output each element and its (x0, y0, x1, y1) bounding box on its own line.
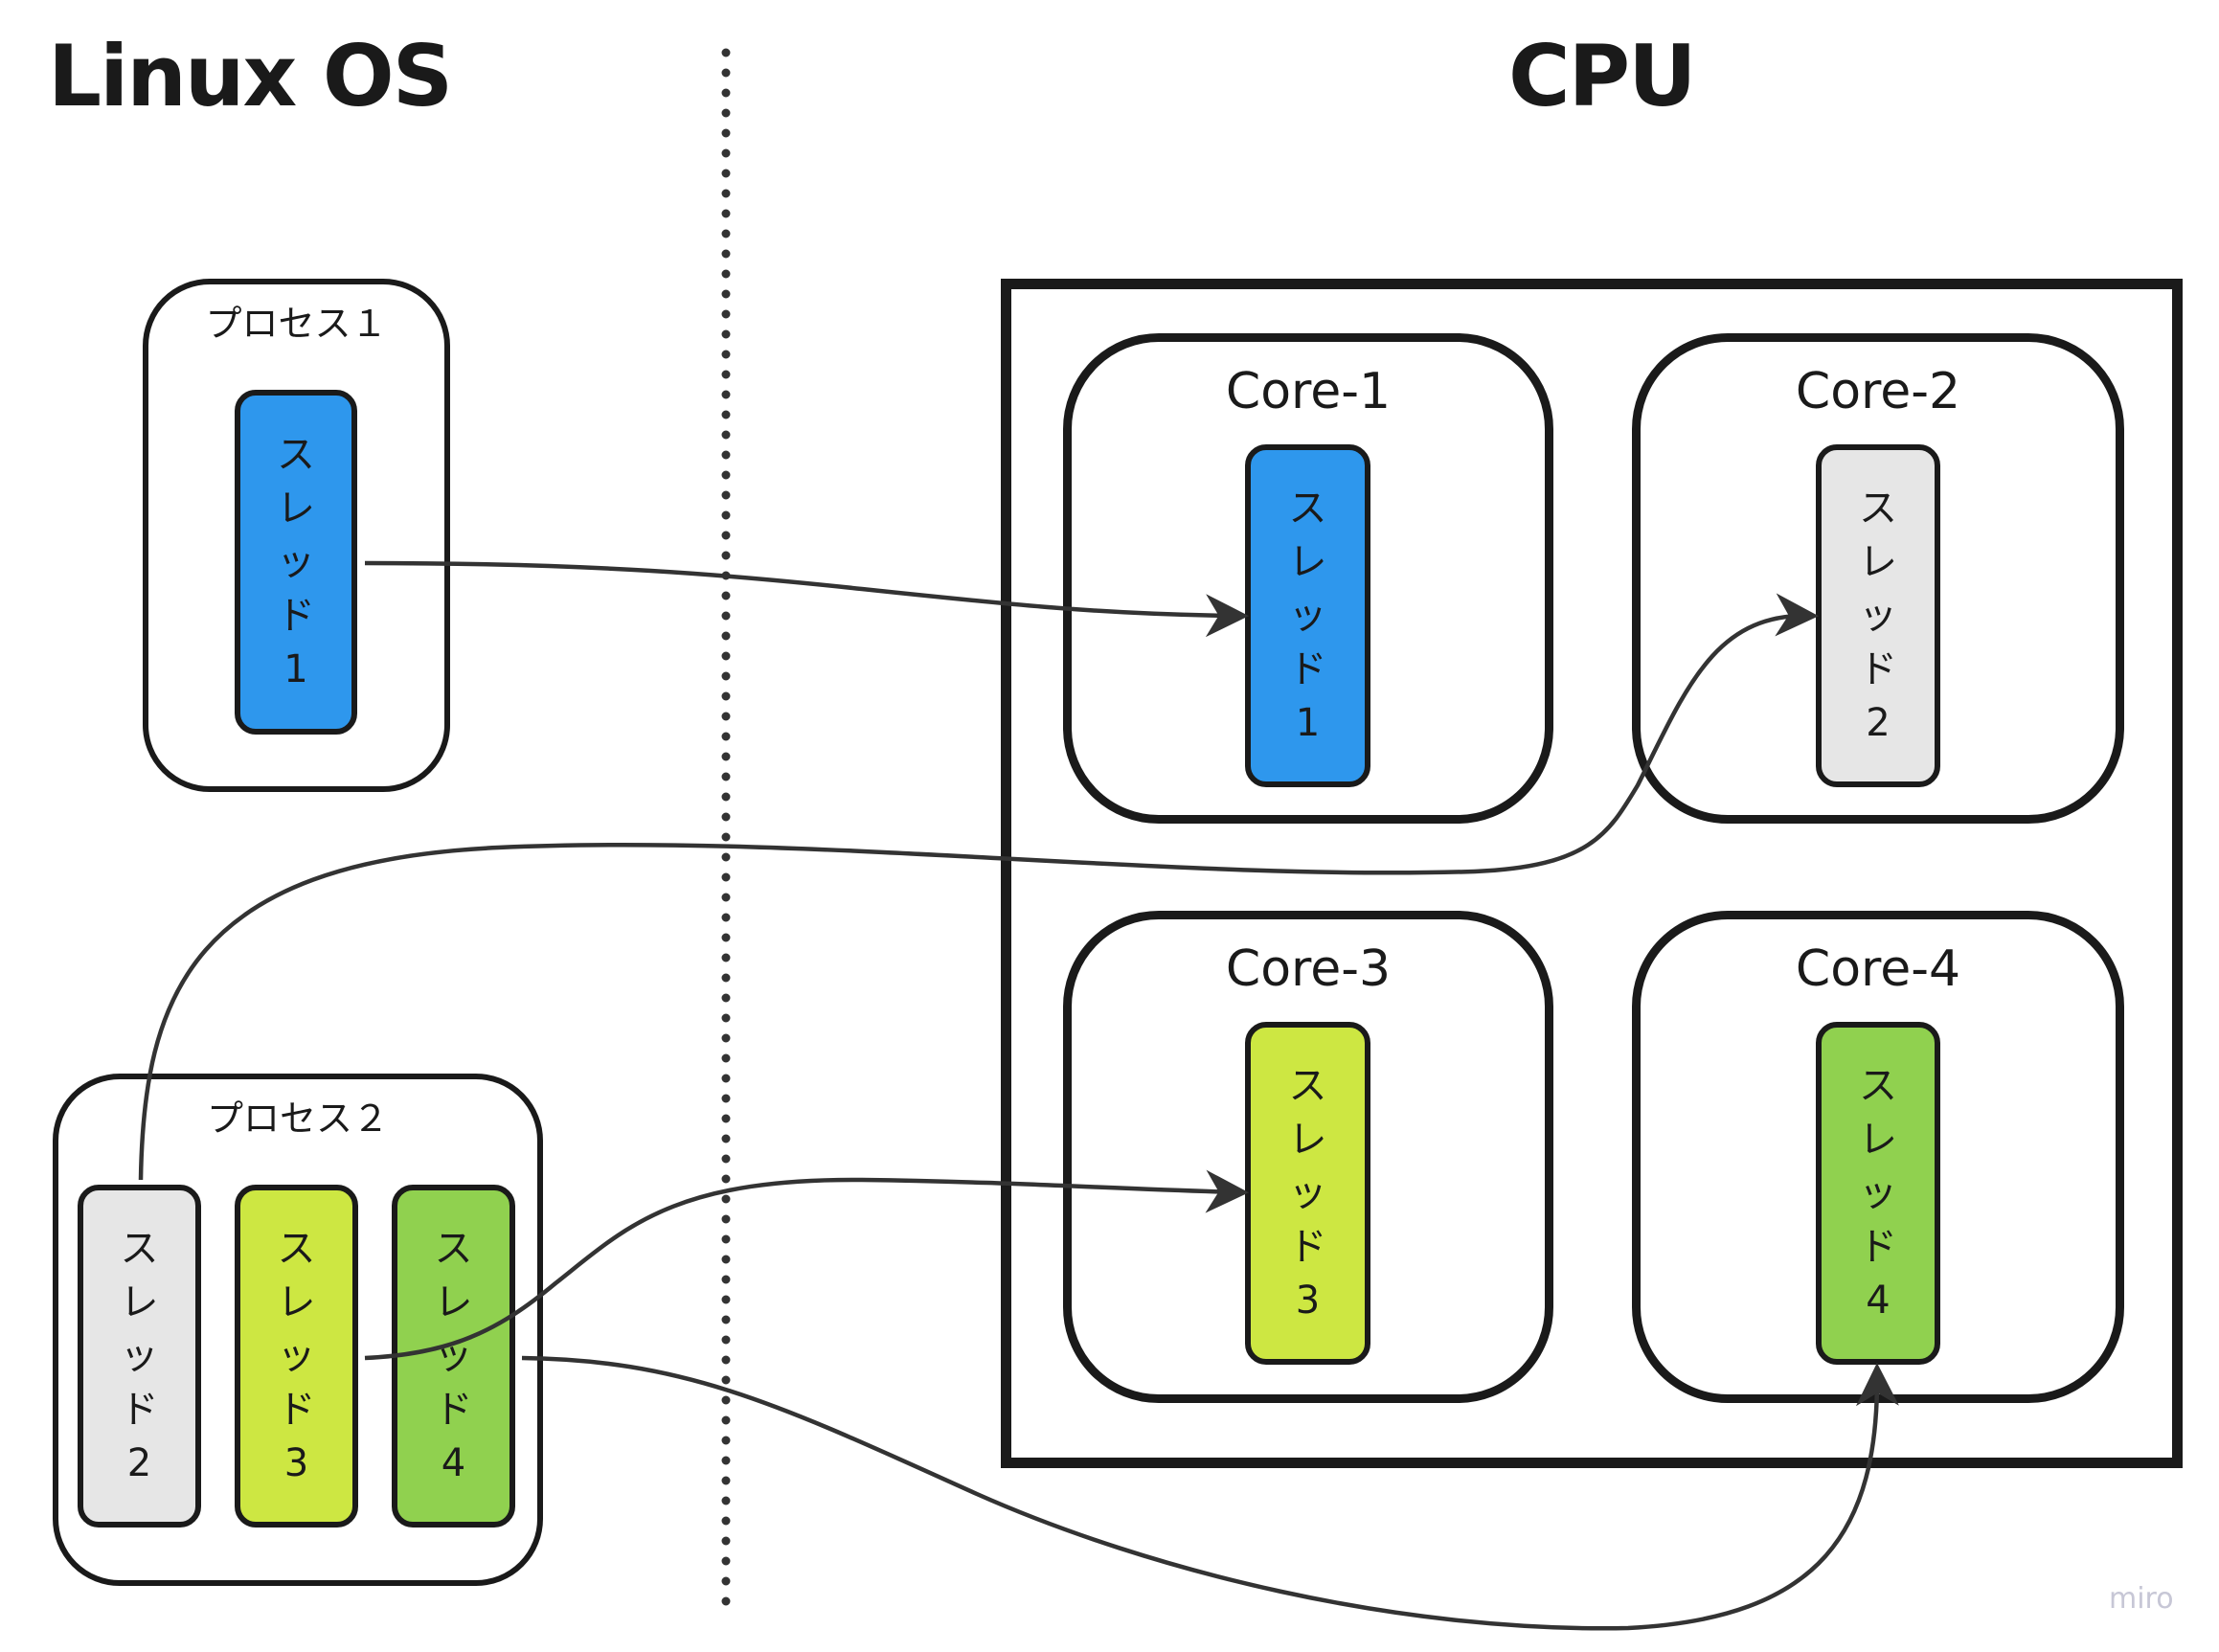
cpu-title: CPU (1508, 27, 1697, 125)
thread-char: レ (1859, 1118, 1897, 1162)
thread-char: ス (277, 433, 315, 477)
thread-char: ス (434, 1227, 473, 1271)
thread-char: ド (1859, 647, 1897, 691)
thread-char: ス (1859, 1064, 1897, 1108)
thread-char: ッ (277, 1334, 316, 1378)
core-1-label: Core-1 (1225, 363, 1392, 420)
thread-char: レ (277, 487, 315, 531)
core-2-label: Core-2 (1795, 363, 1961, 420)
thread-char: ッ (1859, 1171, 1897, 1215)
thread-char: 3 (1295, 1279, 1321, 1323)
core-1-thread: ス レ ッ ド 1 (1245, 444, 1370, 787)
thread-char: ッ (277, 540, 315, 584)
process-2-thread-3: ス レ ッ ド 3 (235, 1185, 358, 1528)
thread-char: ス (1288, 487, 1327, 531)
thread-char: 3 (283, 1441, 309, 1485)
thread-char: ス (120, 1227, 159, 1271)
thread-char: ド (277, 1388, 316, 1432)
process-1-thread-1: ス レ ッ ド 1 (235, 390, 357, 735)
core-3-thread: ス レ ッ ド 3 (1245, 1022, 1370, 1365)
thread-char: レ (277, 1280, 316, 1324)
thread-char: レ (120, 1280, 159, 1324)
thread-char: レ (1859, 540, 1897, 584)
thread-char: 1 (283, 647, 308, 691)
thread-char: ド (1288, 1225, 1327, 1269)
thread-char: ド (277, 594, 315, 638)
thread-char: レ (1288, 540, 1327, 584)
thread-char: ッ (434, 1334, 473, 1378)
thread-char: 4 (441, 1441, 466, 1485)
core-2-thread: ス レ ッ ド 2 (1816, 444, 1940, 787)
thread-char: ッ (120, 1334, 159, 1378)
thread-char: レ (1288, 1118, 1327, 1162)
thread-char: ス (1859, 487, 1897, 531)
thread-char: 2 (1866, 701, 1891, 745)
core-4-thread: ス レ ッ ド 4 (1816, 1022, 1940, 1365)
miro-watermark: miro (2109, 1582, 2174, 1616)
linux-os-title: Linux OS (48, 27, 453, 125)
thread-char: ド (120, 1388, 159, 1432)
thread-char: ド (1288, 647, 1327, 691)
process-2-thread-4: ス レ ッ ド 4 (392, 1185, 515, 1528)
process-1-label: プロセス１ (205, 303, 388, 345)
thread-char: ッ (1859, 594, 1897, 638)
thread-char: 1 (1295, 701, 1321, 745)
process-2-label: プロセス２ (206, 1098, 389, 1140)
core-3-label: Core-3 (1225, 940, 1392, 998)
thread-char: ッ (1288, 594, 1327, 638)
thread-char: 2 (126, 1441, 152, 1485)
core-4-label: Core-4 (1795, 940, 1961, 998)
thread-char: レ (434, 1280, 473, 1324)
thread-char: ッ (1288, 1171, 1327, 1215)
thread-char: 4 (1866, 1279, 1891, 1323)
thread-char: ド (1859, 1225, 1897, 1269)
thread-char: ド (434, 1388, 473, 1432)
process-2-thread-2: ス レ ッ ド 2 (78, 1185, 201, 1528)
thread-char: ス (1288, 1064, 1327, 1108)
thread-char: ス (277, 1227, 316, 1271)
